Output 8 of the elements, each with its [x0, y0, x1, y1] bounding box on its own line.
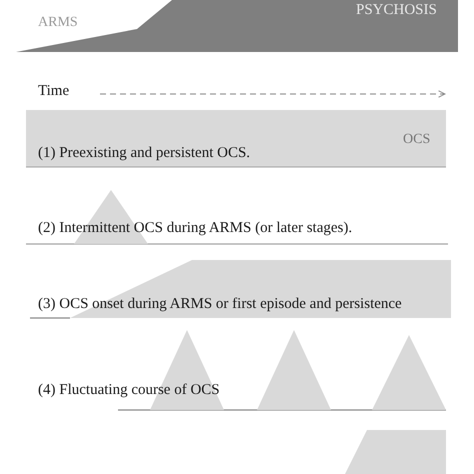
stage-label: PSYCHOSIS: [356, 3, 437, 18]
row-caption: (2) Intermittent OCS during ARMS (or later stages).: [38, 221, 352, 236]
row-caption: (3) OCS onset during ARMS or first episode and persistence: [38, 297, 402, 312]
row-caption: (1) Preexisting and persistent OCS.: [38, 146, 250, 161]
band-label: OCS: [403, 133, 430, 147]
row-caption: (4) Fluctuating course of OCS: [38, 383, 220, 398]
axis-label: Time: [38, 84, 70, 99]
stage-label: ARMS: [38, 16, 78, 30]
